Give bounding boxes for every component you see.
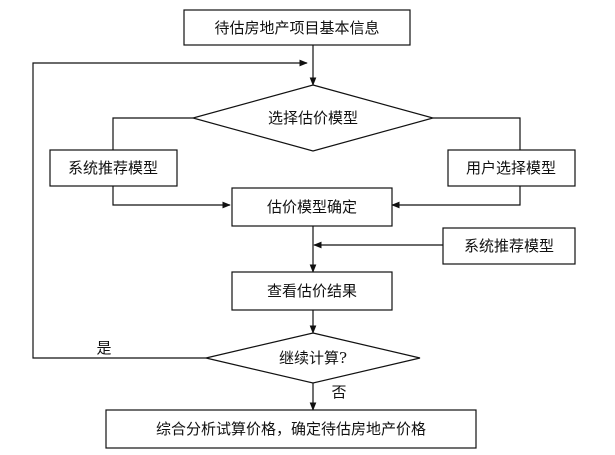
label-select-model: 选择估价模型 xyxy=(268,109,358,127)
edge-system-left-to-confirm xyxy=(112,186,231,209)
node-view-result xyxy=(231,271,393,311)
label-project-info: 待估房地产项目基本信息 xyxy=(214,19,379,37)
edge-label-yes: 是 xyxy=(96,339,111,357)
node-project-info xyxy=(183,9,411,46)
node-select-model xyxy=(190,84,436,152)
label-final-price: 综合分析试算价格，确定待估房地产价格 xyxy=(156,420,426,438)
edge-continue-yes xyxy=(32,59,308,359)
edge-label-no: 否 xyxy=(331,383,346,401)
label-system-recommend-right: 系统推荐模型 xyxy=(464,237,554,255)
label-user-select: 用户选择模型 xyxy=(466,159,556,177)
connectors xyxy=(32,45,521,411)
edge-select-to-user xyxy=(433,117,521,150)
label-view-result: 查看估价结果 xyxy=(267,282,357,300)
edge-select-to-system-left xyxy=(112,117,193,150)
label-confirm-model: 估价模型确定 xyxy=(267,198,357,216)
node-user-select xyxy=(447,149,576,187)
edge-user-to-confirm xyxy=(391,186,521,209)
node-system-recommend-right xyxy=(442,227,576,265)
label-system-recommend-left: 系统推荐模型 xyxy=(68,159,158,177)
node-continue-calc xyxy=(205,332,421,384)
node-final-price xyxy=(105,409,477,449)
node-confirm-model xyxy=(231,187,393,227)
node-system-recommend-left xyxy=(49,149,178,187)
label-continue-calc: 继续计算? xyxy=(279,349,347,367)
